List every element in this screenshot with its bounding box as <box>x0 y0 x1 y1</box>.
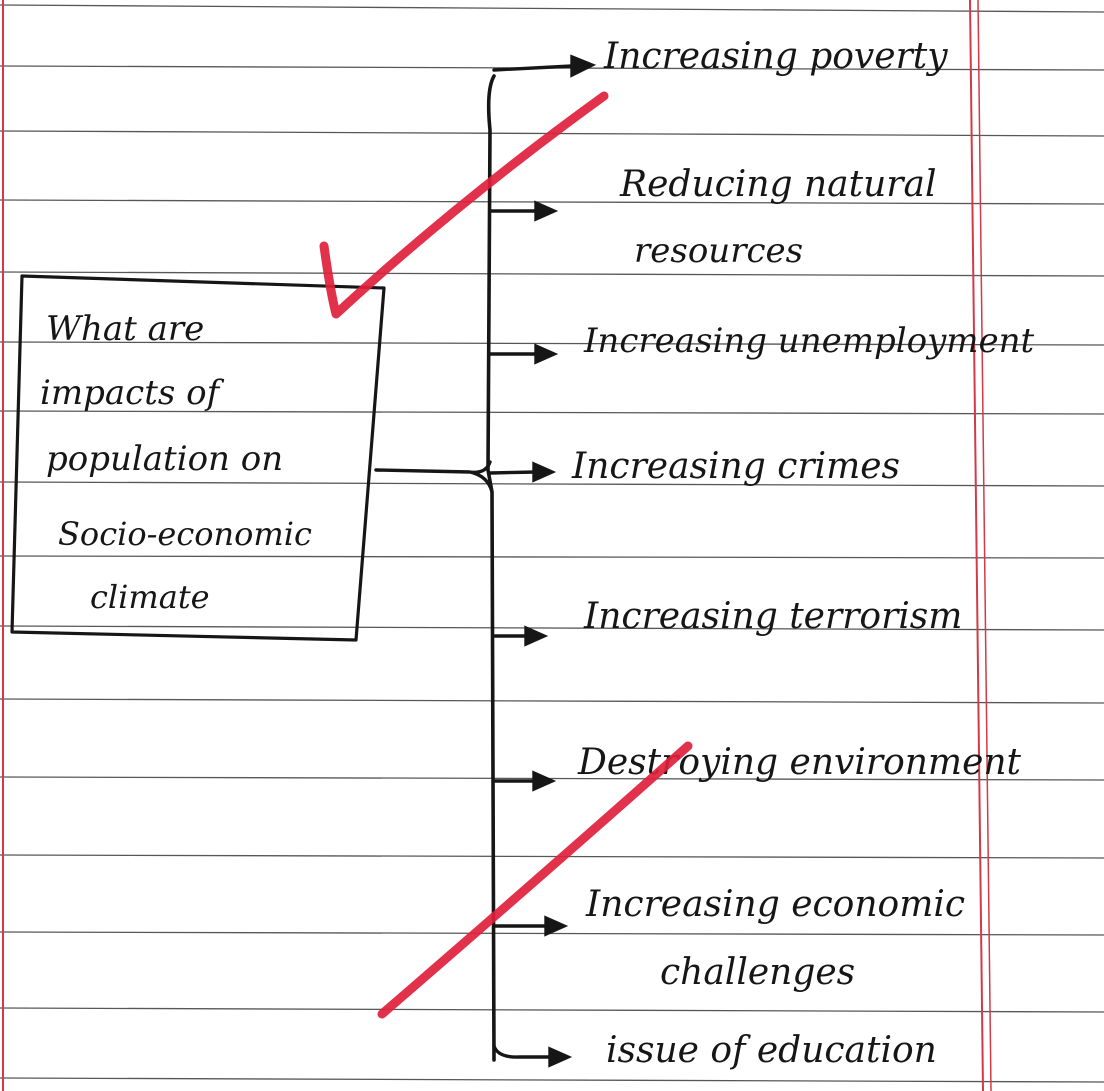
branch-arrow-5 <box>492 625 549 647</box>
impact-1-line-1: Increasing poverty <box>603 36 948 77</box>
impact-3-line-1: Increasing unemployment <box>583 321 1035 361</box>
check-mark-lower <box>377 741 693 1019</box>
check-mark-upper <box>319 91 609 319</box>
impact-2-line-1: Reducing natural <box>619 164 936 205</box>
impact-2-line-2: resources <box>634 231 803 271</box>
branch-arrow-7 <box>492 915 569 937</box>
branch-arrow-1 <box>492 54 597 78</box>
branch-trunk <box>486 74 496 1062</box>
branch-arrow-2 <box>488 200 559 222</box>
impact-4-line-1: Increasing crimes <box>571 446 900 487</box>
branch-arrow-6 <box>492 770 557 792</box>
question-line-3: population on <box>46 439 283 479</box>
impact-7-line-2: challenges <box>660 952 855 993</box>
question-line-2: impacts of <box>40 373 225 413</box>
question-line-5: climate <box>90 578 210 616</box>
branch-arrow-8 <box>492 1044 573 1068</box>
branch-arrow-3 <box>488 343 559 365</box>
ruled-lines <box>0 4 1104 1083</box>
question-line-1: What are <box>46 309 204 349</box>
impact-5-line-1: Increasing terrorism <box>583 596 962 637</box>
branch-arrow-4 <box>488 461 557 483</box>
impact-8-line-1: issue of education <box>606 1030 937 1071</box>
correction-marks <box>319 91 693 1019</box>
branches <box>488 54 597 1068</box>
margin-lines <box>2 0 992 1091</box>
question-box <box>10 274 386 642</box>
impacts-list: Increasing poverty Reducing natural reso… <box>571 36 1035 1071</box>
central-question: What are impacts of population on Socio-… <box>40 309 312 616</box>
question-line-4: Socio-economic <box>58 515 312 553</box>
impact-6-line-1: Destroying environment <box>577 742 1022 783</box>
box-connector <box>374 460 494 494</box>
impact-7-line-1: Increasing economic <box>585 884 965 925</box>
